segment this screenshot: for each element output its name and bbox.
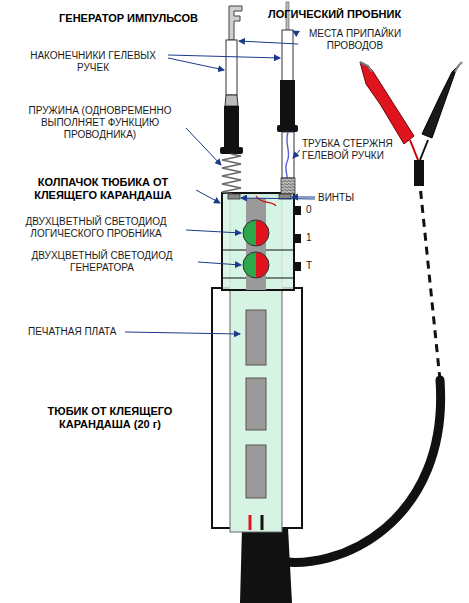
probe-pen <box>256 2 298 206</box>
part-label: ПЕЧАТНАЯ ПЛАТА <box>28 326 124 338</box>
alligator-clips-part <box>410 140 418 160</box>
generator-pen <box>220 6 243 199</box>
alligator-clips-part <box>422 62 462 138</box>
leader-lines-part <box>186 128 221 165</box>
title-label: ЛОГИЧЕСКИЙ ПРОБНИК <box>268 8 458 21</box>
pcb-chips-part <box>246 310 266 365</box>
switch-label: 1 <box>306 232 326 244</box>
switch-label: Т <box>306 260 326 272</box>
tube-cap-part <box>294 206 301 215</box>
part-label: МЕСТА ПРИПАЙКИ ПРОВОДОВ <box>300 28 410 52</box>
leader-lines-part <box>196 190 220 203</box>
probe-pen-part <box>277 125 298 132</box>
generator-pen-part <box>220 147 243 154</box>
leader-lines-part <box>168 58 224 70</box>
generator-pen-part <box>226 40 237 95</box>
probe-pen-part <box>280 80 295 126</box>
alligator-clips-part <box>360 62 372 72</box>
probe-pen-part <box>282 30 293 82</box>
alligator-clips-part <box>414 160 424 186</box>
generator-pen-part <box>229 6 242 40</box>
bicolor-leds-part <box>256 252 269 278</box>
generator-pen-part <box>222 154 241 194</box>
part-label: ПРУЖИНА (ОДНОВРЕМЕННО ВЫПОЛНЯЕТ ФУНКЦИЮ … <box>10 105 190 141</box>
switch-label: 0 <box>306 204 326 216</box>
generator-pen-part <box>225 95 238 106</box>
bicolor-leds-part <box>243 252 256 278</box>
part-label: КОЛПАЧОК ТЮБИКА ОТ КЛЕЯЩЕГО КАРАНДАША <box>8 176 198 202</box>
alligator-clips <box>360 62 462 186</box>
bicolor-leds <box>243 220 269 278</box>
leader-lines-part <box>293 31 298 34</box>
leader-lines-part <box>292 197 315 198</box>
leader-lines-part <box>241 198 315 199</box>
leader-lines-part <box>125 332 240 334</box>
leader-lines-part <box>239 41 298 44</box>
pcb-chips-part <box>246 445 266 498</box>
generator-pen-part <box>228 194 240 199</box>
generator-pen-part <box>224 106 239 148</box>
part-label: ДВУХЦВЕТНЫЙ СВЕТОДИОД ЛОГИЧЕСКОГО ПРОБНИ… <box>4 216 188 240</box>
alligator-clips-part <box>420 140 428 160</box>
tube-cap-part <box>294 262 301 271</box>
pcb-chips-part <box>261 515 264 530</box>
glue-stick-tube-part <box>212 288 302 528</box>
leader-lines-part <box>186 230 241 233</box>
cable-part <box>420 185 440 380</box>
bicolor-leds-part <box>243 252 269 278</box>
probe-pen-part <box>281 178 295 194</box>
bicolor-leds-part <box>243 220 256 246</box>
leader-lines-part <box>198 262 241 265</box>
tube-cap <box>222 193 301 290</box>
leader-lines-part <box>293 150 300 158</box>
part-label: ДВУХЦВЕТНЫЙ СВЕТОДИОД ГЕНЕРАТОРА <box>4 250 200 274</box>
tube-cap-part <box>294 234 301 243</box>
cable-part <box>240 528 292 603</box>
part-label: ТРУБКА СТЕРЖНЯ ГЕЛЕВОЙ РУЧКИ <box>302 138 397 162</box>
part-label: ТЮБИК ОТ КЛЕЯЩЕГО КАРАНДАША (20 г) <box>20 405 200 431</box>
bicolor-leds-part <box>243 220 269 246</box>
pcb-chips-part <box>249 515 252 530</box>
pcb-chips <box>246 198 266 530</box>
title-label: ГЕНЕРАТОР ИМПУЛЬСОВ <box>18 12 198 25</box>
tube-cap-part <box>222 193 294 290</box>
probe-pen-part <box>256 196 276 206</box>
leader-lines-part <box>168 55 280 58</box>
bicolor-leds-part <box>256 220 269 246</box>
alligator-clips-part <box>455 62 462 72</box>
pcb-chips-part <box>246 378 266 430</box>
alligator-clips-part <box>360 62 414 144</box>
part-label: ВИНТЫ <box>318 192 398 204</box>
part-label: НАКОНЕЧНИКИ ГЕЛЕВЫХ РУЧЕК <box>18 50 168 74</box>
